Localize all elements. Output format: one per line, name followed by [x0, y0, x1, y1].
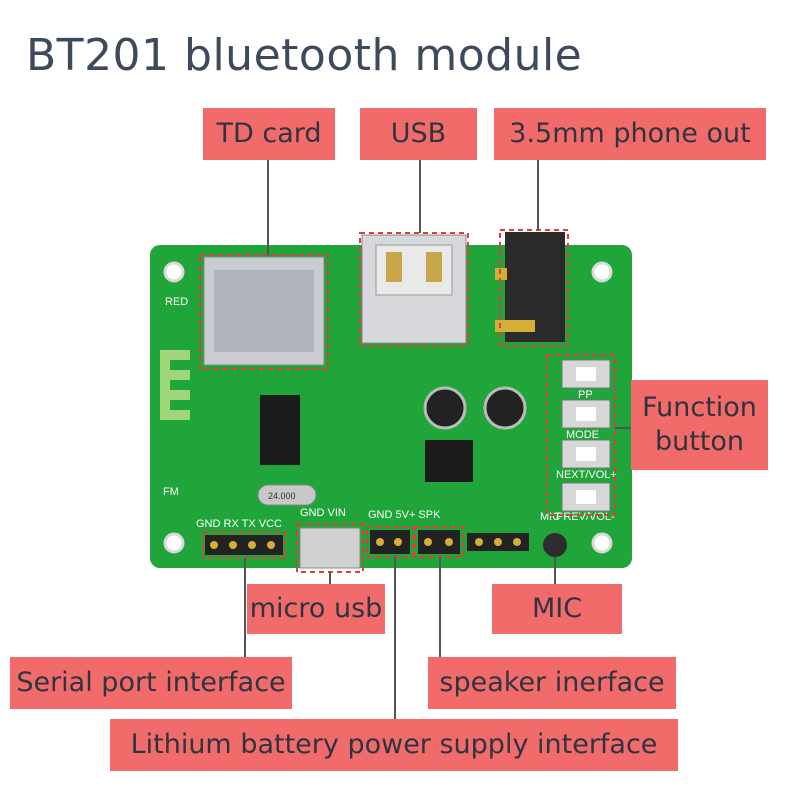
- ic-chip: [260, 395, 300, 465]
- capacitor: [423, 386, 467, 430]
- page-title: BT201 bluetooth module: [26, 30, 583, 81]
- silk-red: RED: [165, 296, 188, 308]
- label-function-button-line2: button: [654, 426, 745, 457]
- crystal-marking: 24.000: [268, 491, 296, 501]
- label-function-button: Function button: [631, 380, 768, 470]
- capacitor: [483, 386, 527, 430]
- label-usb: USB: [360, 108, 477, 160]
- silk-spk: GND 5V+ SPK: [368, 509, 441, 521]
- silk-mic: MIC: [540, 511, 560, 523]
- label-td-card: TD card: [203, 108, 335, 160]
- label-serial-port: Serial port interface: [10, 657, 292, 709]
- callout-lines: [244, 160, 632, 720]
- silk-next: NEXT/VOL+: [556, 469, 617, 481]
- silk-mode: MODE: [566, 429, 599, 441]
- silk-fm: FM: [163, 486, 179, 498]
- label-lithium-battery: Lithium battery power supply interface: [110, 719, 678, 771]
- label-micro-usb: micro usb: [247, 584, 385, 634]
- label-function-button-line1: Function: [642, 392, 757, 424]
- micro-usb-port: [299, 527, 361, 569]
- mic-hole: [543, 533, 567, 557]
- mounting-hole-icon: [163, 261, 613, 554]
- silk-uart: GND RX TX VCC: [196, 518, 282, 530]
- silk-prev: PREV/VOL-: [556, 511, 615, 523]
- label-phone-out: 3.5mm phone out: [494, 108, 766, 160]
- crystal: [257, 484, 317, 506]
- ic-amp: [425, 440, 473, 482]
- label-mic: MIC: [492, 584, 622, 634]
- silk-pp: PP: [578, 389, 593, 401]
- silk-power: GND VIN: [300, 507, 346, 519]
- antenna-trace: [160, 350, 190, 420]
- label-speaker: speaker inerface: [428, 657, 676, 709]
